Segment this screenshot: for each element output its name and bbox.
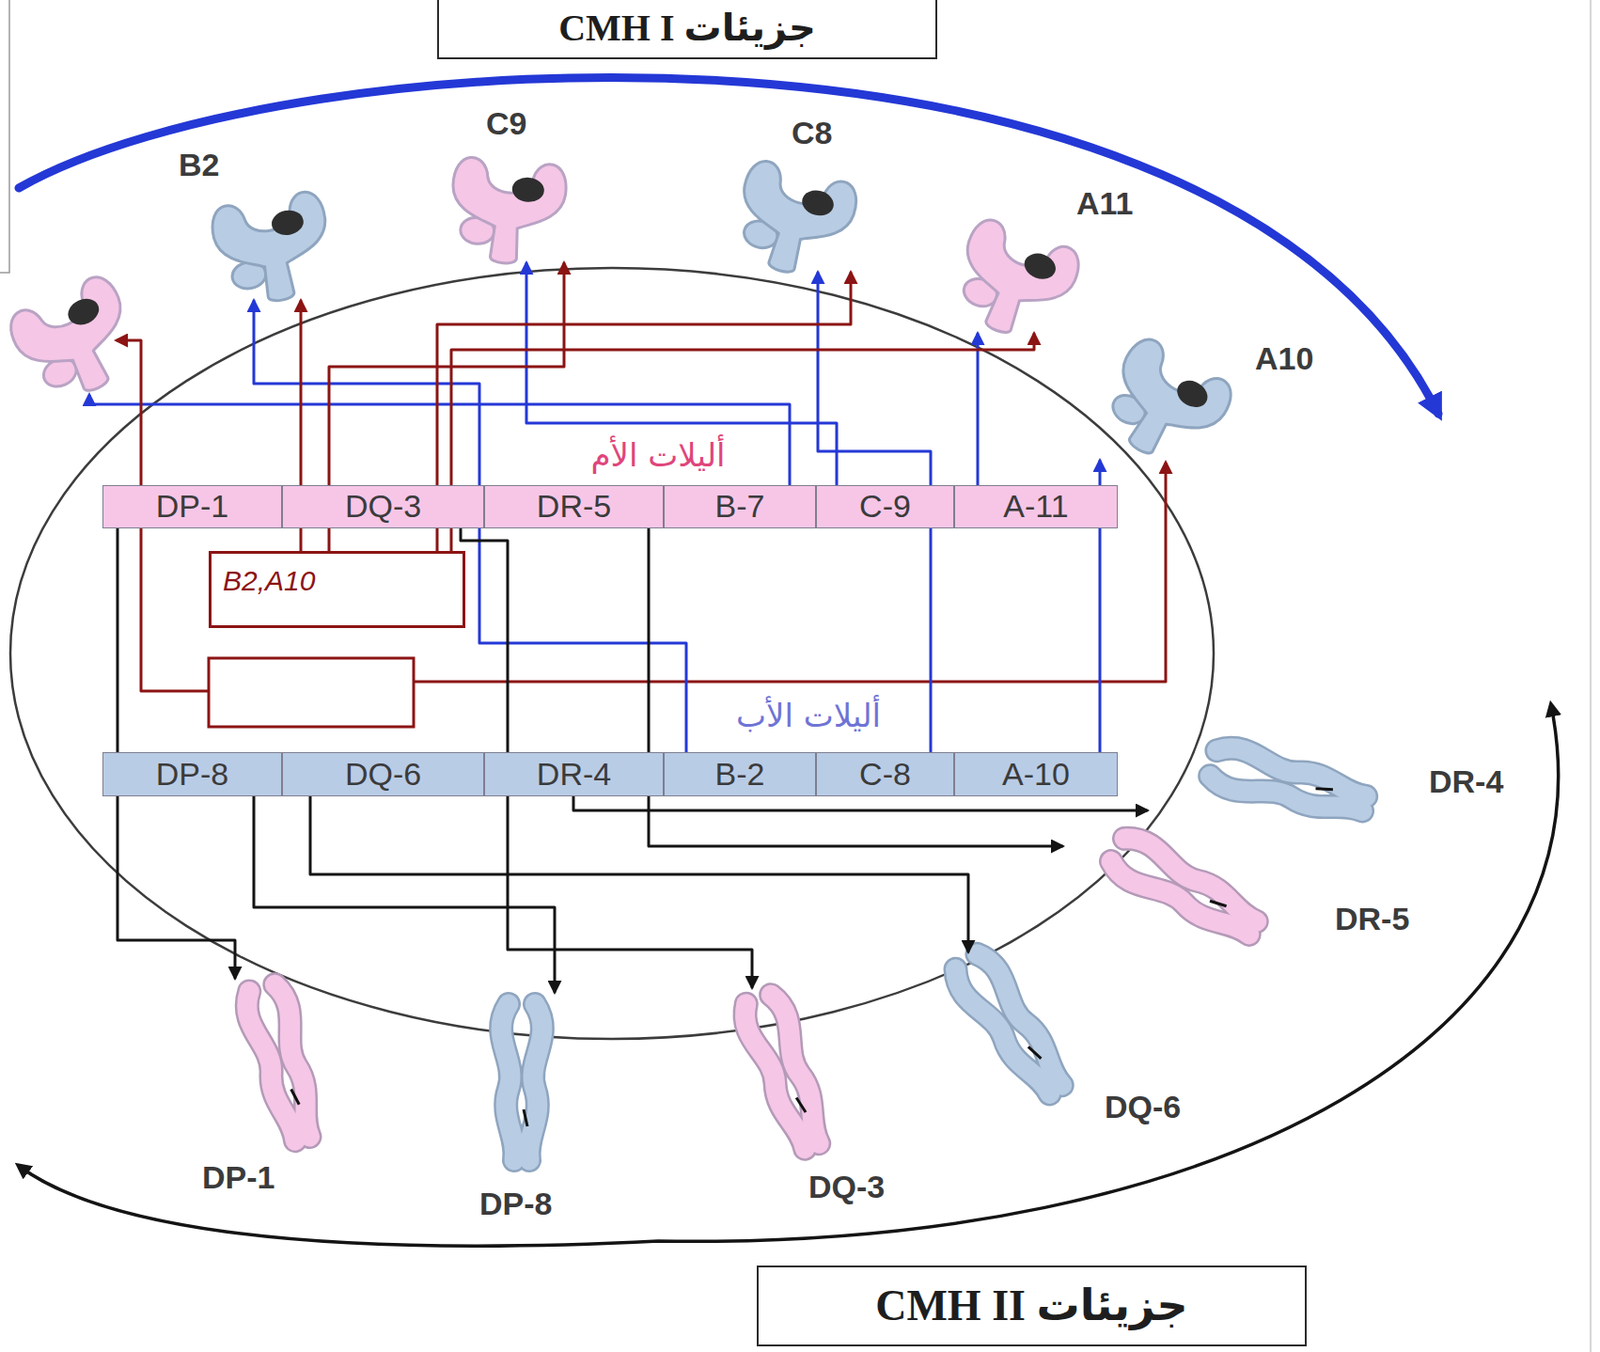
mhc2-molecule: DQ-3 <box>686 987 912 1208</box>
title-box: جزيئات CMH II <box>756 1265 1307 1347</box>
molecule-label: DQ-3 <box>808 1170 885 1203</box>
frame-edge <box>0 0 10 273</box>
mhc1-molecule: C8 <box>723 114 884 273</box>
allele-cell: B-2 <box>663 752 816 797</box>
molecule-label: DQ-6 <box>1104 1090 1181 1123</box>
mhc2-molecule: DP-8 <box>432 991 612 1232</box>
mhc2-molecule: DR-4 <box>1146 742 1523 826</box>
molecule-label: DP-1 <box>202 1160 275 1193</box>
mhc1-molecule: C9 <box>427 105 588 264</box>
mhc2-molecule: DP-1 <box>183 977 381 1213</box>
allele-name: C-8 <box>859 756 911 792</box>
allele-cell: A-10 <box>954 752 1118 797</box>
allele-name: B-2 <box>715 756 766 792</box>
mhc2-molecule <box>501 1003 543 1161</box>
allele-arrow <box>437 272 851 551</box>
allele-name: DQ-3 <box>345 488 422 524</box>
mhc1-molecule <box>943 214 1085 350</box>
hand-arrow <box>89 394 790 486</box>
allele-cell: DQ-3 <box>282 485 485 529</box>
mhc1-molecule <box>725 156 862 285</box>
allele-name: DR-4 <box>536 756 612 792</box>
allele-arrow <box>976 333 980 486</box>
mhc2-molecule <box>1207 743 1370 824</box>
allele-name: DR-5 <box>536 488 612 524</box>
mhc2-molecule: DQ-6 <box>930 951 1232 1138</box>
allele-arrow <box>253 300 687 753</box>
allele-arrow <box>648 528 1063 847</box>
mhc2-molecule <box>242 982 323 1145</box>
mhc1-molecule: A10 <box>1062 338 1326 461</box>
mhc2-molecule <box>1107 831 1264 946</box>
allele-cell: C-8 <box>815 752 955 797</box>
allele-cell: DR-4 <box>484 752 664 797</box>
allele-name: DP-1 <box>156 488 229 524</box>
allele-arrow <box>526 263 837 486</box>
molecule-label: A10 <box>1254 342 1314 375</box>
allele-cell: B-7 <box>663 485 816 529</box>
molecule-label: B2 <box>178 148 220 181</box>
mhc1-molecule <box>1089 332 1240 479</box>
allele-cell: DQ-6 <box>282 752 485 797</box>
hand-box <box>208 658 414 727</box>
allele-arrow <box>253 796 555 992</box>
title-text: جزيئات CMH I <box>558 6 816 50</box>
big-arc-arrow <box>18 705 1559 1246</box>
allele-cell: DP-8 <box>102 752 283 797</box>
frame-edge <box>1589 0 1592 1352</box>
molecule-label: C9 <box>486 107 527 140</box>
mhc1-molecule <box>3 270 150 412</box>
big-arc-arrow <box>18 77 1439 414</box>
cell-membrane <box>10 267 1214 1039</box>
allele-name: C-9 <box>859 488 911 524</box>
allele-cell: C-9 <box>815 485 955 529</box>
hand-box: B2,A10 <box>208 550 466 628</box>
molecule-label: DR-4 <box>1428 765 1504 798</box>
mhc1-molecule <box>446 156 568 268</box>
allele-name: DQ-6 <box>345 756 422 792</box>
allele-cell: DP-1 <box>102 485 283 529</box>
molecule-label: DR-5 <box>1334 902 1410 935</box>
mhc1-molecule <box>208 188 338 310</box>
mhc1-molecule: B2 <box>178 141 348 301</box>
allele-arrow <box>573 796 1147 811</box>
mhc1-molecule: A11 <box>944 183 1143 334</box>
hand-note: B2,A10 <box>222 564 315 597</box>
mhc2-molecule <box>738 991 832 1153</box>
allele-cell: DR-5 <box>484 485 664 529</box>
allele-name: A-11 <box>1003 488 1068 524</box>
allele-name: A-10 <box>1002 756 1070 792</box>
mhc2-molecule: DR-5 <box>1062 827 1467 945</box>
label-holder: أليلات الأم <box>590 437 725 474</box>
band-heading: أليلات الأم <box>590 437 725 474</box>
allele-cell: A-11 <box>954 485 1118 529</box>
mhc2-molecule <box>949 949 1073 1101</box>
label-holder: أليلات الأب <box>736 697 881 735</box>
allele-name: DP-8 <box>156 756 229 792</box>
hand-arrow <box>413 462 1166 682</box>
band-heading: أليلات الأب <box>736 697 881 735</box>
allele-arrow <box>451 333 1035 551</box>
allele-name: B-7 <box>715 488 766 524</box>
allele-arrow <box>310 796 969 952</box>
title-text: جزيئات CMH II <box>875 1281 1189 1332</box>
title-box: جزيئات CMH I <box>437 0 938 60</box>
molecule-label: DP-8 <box>479 1187 552 1220</box>
molecule-label: C8 <box>791 116 832 149</box>
molecule-label: A11 <box>1076 187 1134 220</box>
